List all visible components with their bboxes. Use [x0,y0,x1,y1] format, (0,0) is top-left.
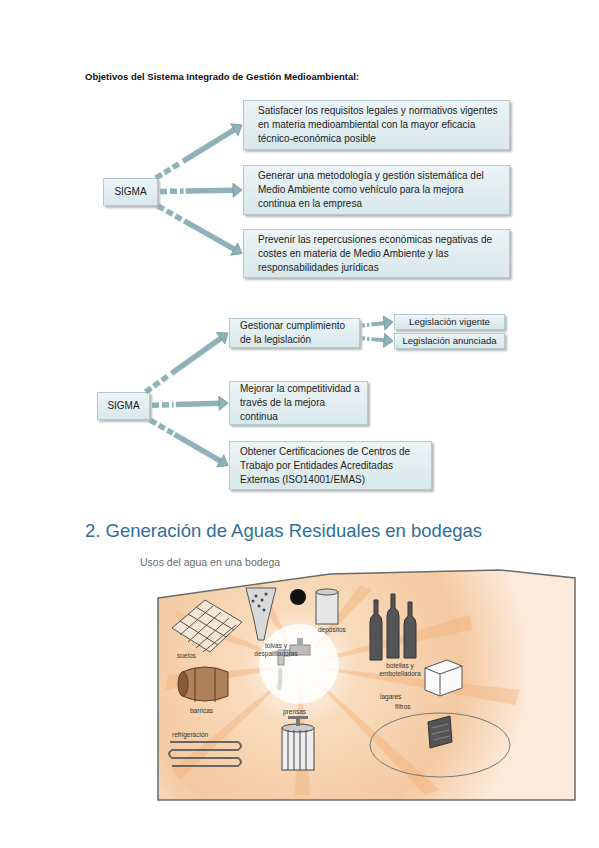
cooling-coil [169,742,241,766]
center-glow [259,624,339,704]
part-label: botellas y embotelladora [372,662,428,678]
part-label: filtros [395,703,435,711]
part-label: refrigeración [172,731,232,739]
bottle-symbols [370,594,416,660]
box-text: Prevenir las repercusiones económicas ne… [258,233,501,275]
box-text: Generar una metodología y gestión sistem… [258,169,501,211]
objective-box: Prevenir las repercusiones económicas ne… [243,229,510,278]
objective-box: Satisfacer los requisitos legales y norm… [243,100,510,150]
objective-box: Generar una metodología y gestión sistem… [243,165,510,215]
thick-arrow [152,396,228,410]
box-text: Satisfacer los requisitos legales y norm… [258,104,501,146]
box-text: Legislación anunciada [402,335,496,347]
section-heading: 2. Generación de Aguas Residuales en bod… [85,521,505,541]
tank-symbol [316,589,338,624]
box-text: Mejorar la competitividad a través de la… [240,382,361,424]
part-label: tolvas y despalilladoras [250,642,302,658]
hopper-symbol [246,588,276,640]
box-text: SIGMA [114,185,146,199]
box-text: Obtener Certificaciones de Centros de Tr… [240,445,425,487]
thick-arrow [156,124,242,178]
filter-symbol [370,713,510,777]
barrel-symbol [178,667,228,702]
objective-box: Obtener Certificaciones de Centros de Tr… [229,441,432,490]
thick-arrow [362,316,393,330]
part-label: depósitos [318,626,358,634]
thick-arrow [158,206,242,255]
winery-building [158,570,575,800]
objective-box: Legislación vigente [394,314,505,330]
wine-press-box [425,660,462,696]
objective-box: Legislación anunciada [394,333,505,349]
press-symbol [282,716,314,770]
thick-arrow [160,183,242,197]
objective-box: Gestionar cumplimiento de la legislación [229,318,360,348]
floor-grid [172,600,242,652]
box-text: SIGMA [107,399,139,413]
root-box: SIGMA [103,178,158,206]
box-text: Legislación vigente [409,316,490,328]
thick-arrow [362,333,393,347]
objective-box: Mejorar la competitividad a través de la… [229,381,368,425]
box-text: Gestionar cumplimiento de la legislación [240,319,353,347]
thick-arrow [150,420,228,467]
part-label: suelos [177,652,217,660]
thick-arrow [146,333,228,392]
figure-caption: Usos del agua en una bodega [140,556,340,568]
black-disc [290,589,306,605]
part-label: lagares [380,693,420,701]
diagram-title: Objetivos del Sistema Integrado de Gesti… [85,71,359,82]
part-label: barricas [190,707,230,715]
part-label: prensas [283,708,323,716]
light-rays [165,585,520,795]
root-box: SIGMA [97,392,150,420]
